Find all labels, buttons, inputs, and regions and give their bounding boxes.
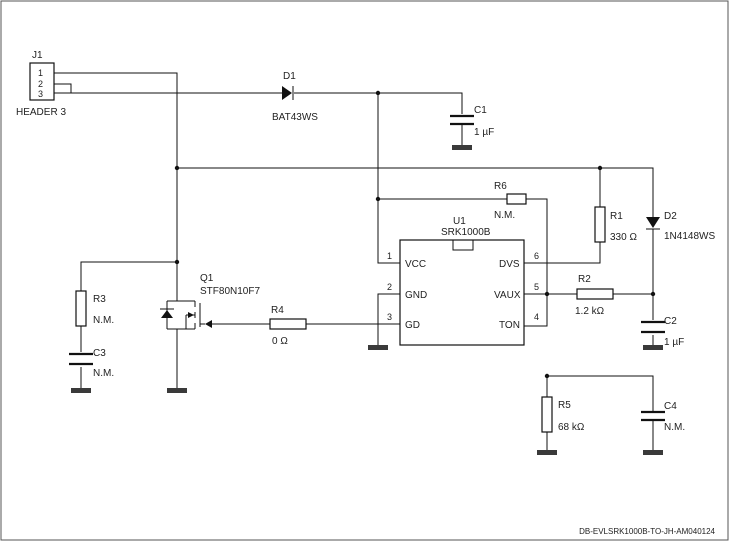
- r6-ref: R6: [494, 181, 507, 192]
- j1-pin-2: 2: [38, 79, 43, 89]
- c2-value: 1 µF: [664, 337, 684, 348]
- c2-ref: C2: [664, 316, 677, 327]
- d1-value: BAT43WS: [272, 112, 318, 123]
- j1-pin-1: 1: [38, 68, 43, 78]
- r1-resistor[interactable]: R1 330 Ω: [594, 206, 637, 243]
- c3-value: N.M.: [93, 368, 114, 379]
- r4-ref: R4: [271, 305, 284, 316]
- u1-ic[interactable]: U1 SRK1000B 1 VCC 2 GND 3 GD 6 DVS 5 VAU…: [387, 216, 539, 346]
- c3-ref: C3: [93, 348, 106, 359]
- u1-pin-2-num: 2: [387, 282, 392, 292]
- r4-value: 0 Ω: [272, 336, 288, 347]
- u1-ref: U1: [453, 216, 466, 227]
- u1-pin-gnd: GND: [405, 290, 427, 301]
- u1-pin-4-num: 4: [534, 312, 539, 322]
- r6-value: N.M.: [494, 210, 515, 221]
- c4-capacitor[interactable]: C4 N.M.: [641, 401, 685, 455]
- d2-value: 1N4148WS: [664, 231, 715, 242]
- drawing-code: DB-EVLSRK1000B-TO-JH-AM040124: [579, 527, 715, 536]
- ground-symbol-u1: [368, 345, 388, 350]
- u1-pin-gd: GD: [405, 320, 420, 331]
- r5-value: 68 kΩ: [558, 422, 585, 433]
- j1-pin-3: 3: [38, 89, 43, 99]
- r1-ref: R1: [610, 211, 623, 222]
- u1-pin-5-num: 5: [534, 282, 539, 292]
- c3-capacitor[interactable]: C3 N.M.: [69, 348, 114, 393]
- d2-diode[interactable]: D2 1N4148WS: [646, 211, 715, 242]
- j1-header[interactable]: J1 1 2 3 HEADER 3: [16, 50, 66, 118]
- u1-pin-ton: TON: [499, 320, 520, 331]
- u1-pin-dvs: DVS: [499, 259, 520, 270]
- c4-ref: C4: [664, 401, 677, 412]
- u1-part: SRK1000B: [441, 227, 491, 238]
- j1-name: HEADER 3: [16, 107, 66, 118]
- d2-ref: D2: [664, 211, 677, 222]
- u1-pin-6-num: 6: [534, 251, 539, 261]
- c2-capacitor[interactable]: C2 1 µF: [641, 316, 684, 350]
- r2-resistor[interactable]: R2 1.2 kΩ: [575, 274, 614, 317]
- r6-resistor[interactable]: R6 N.M.: [494, 181, 527, 221]
- q1-ref: Q1: [200, 273, 214, 284]
- u1-pin-1-num: 1: [387, 251, 392, 261]
- u1-pin-3-num: 3: [387, 312, 392, 322]
- c1-capacitor[interactable]: C1 1 µF: [450, 105, 494, 150]
- u1-pin-vcc: VCC: [405, 259, 426, 270]
- r4-resistor[interactable]: R4 0 Ω: [269, 305, 307, 347]
- d1-ref: D1: [283, 71, 296, 82]
- r1-value: 330 Ω: [610, 232, 637, 243]
- r2-value: 1.2 kΩ: [575, 306, 605, 317]
- d1-diode[interactable]: D1 BAT43WS: [272, 71, 318, 123]
- r3-ref: R3: [93, 294, 106, 305]
- r2-ref: R2: [578, 274, 591, 285]
- u1-pin-vaux: VAUX: [494, 290, 521, 301]
- r5-ref: R5: [558, 400, 571, 411]
- wires: [54, 72, 654, 450]
- q1-value: STF80N10F7: [200, 286, 260, 297]
- c4-value: N.M.: [664, 422, 685, 433]
- r3-resistor[interactable]: R3 N.M.: [75, 290, 114, 327]
- j1-ref: J1: [32, 50, 43, 61]
- c1-ref: C1: [474, 105, 487, 116]
- r3-value: N.M.: [93, 315, 114, 326]
- junctions: [174, 90, 656, 379]
- ground-symbol-q1: [167, 388, 187, 393]
- q1-mosfet[interactable]: Q1 STF80N10F7: [160, 273, 260, 330]
- r5-resistor[interactable]: R5 68 kΩ: [537, 396, 585, 455]
- c1-value: 1 µF: [474, 127, 494, 138]
